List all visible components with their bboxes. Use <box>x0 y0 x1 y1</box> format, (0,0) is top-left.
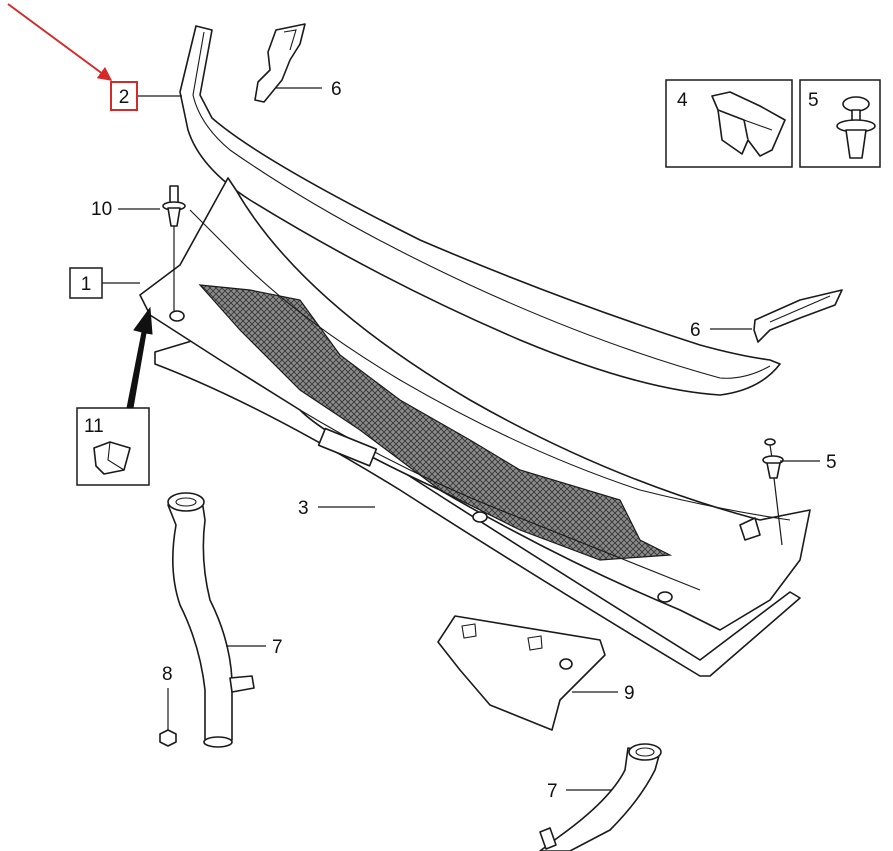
callout-label-5-box: 5 <box>808 90 819 111</box>
callout-label-11: 11 <box>84 416 104 437</box>
drain-hose-right <box>539 743 662 851</box>
bracket-right <box>753 289 843 343</box>
callout-label-1: 1 <box>81 274 92 295</box>
windshield-seal-strip <box>179 25 781 396</box>
fastener-pin-right <box>762 438 784 546</box>
detail-box-bracket <box>76 407 150 486</box>
highlight-arrow <box>7 3 113 81</box>
callout-label-6-right: 6 <box>690 320 701 341</box>
detail-box-pushpin <box>799 79 881 168</box>
callout-label-7-left: 7 <box>272 637 283 658</box>
callout-2: 2 <box>110 81 138 111</box>
fastener-pin-left <box>162 185 186 312</box>
callout-label-2: 2 <box>119 87 130 108</box>
callout-label-4: 4 <box>677 90 688 111</box>
callout-label-5-right: 5 <box>826 452 837 473</box>
side-cover-plate <box>437 615 606 731</box>
callout-label-7-bottom: 7 <box>547 781 558 802</box>
callout-1: 1 <box>69 267 103 299</box>
drain-hose-left <box>167 492 255 748</box>
pointer-arrow <box>126 306 153 409</box>
callout-label-9: 9 <box>624 683 635 704</box>
detail-box-clip <box>665 79 793 168</box>
callout-leaders <box>102 87 820 791</box>
nut <box>159 688 177 747</box>
cowl-panel <box>139 177 811 631</box>
callout-label-10: 10 <box>91 199 112 220</box>
bracket-upper <box>254 23 306 103</box>
callout-label-3: 3 <box>298 498 309 519</box>
callout-label-6-top: 6 <box>331 79 342 100</box>
callout-label-8: 8 <box>162 664 173 685</box>
